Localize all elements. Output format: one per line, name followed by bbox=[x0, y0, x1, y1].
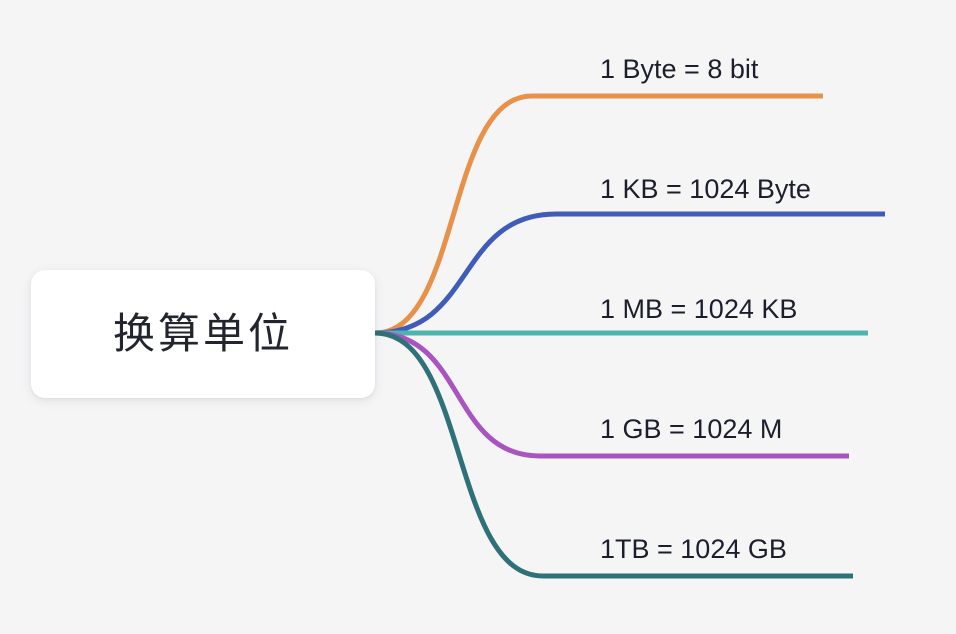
branch-label-byte[interactable]: 1 Byte = 8 bit bbox=[600, 54, 759, 84]
branch-label-tb[interactable]: 1TB = 1024 GB bbox=[600, 534, 787, 564]
branch-label-gb[interactable]: 1 GB = 1024 M bbox=[600, 414, 783, 444]
root-node-label: 换算单位 bbox=[112, 310, 293, 357]
branch-label-kb[interactable]: 1 KB = 1024 Byte bbox=[600, 174, 811, 204]
root-node[interactable]: 换算单位 bbox=[31, 270, 375, 398]
branch-label-mb[interactable]: 1 MB = 1024 KB bbox=[600, 294, 798, 324]
